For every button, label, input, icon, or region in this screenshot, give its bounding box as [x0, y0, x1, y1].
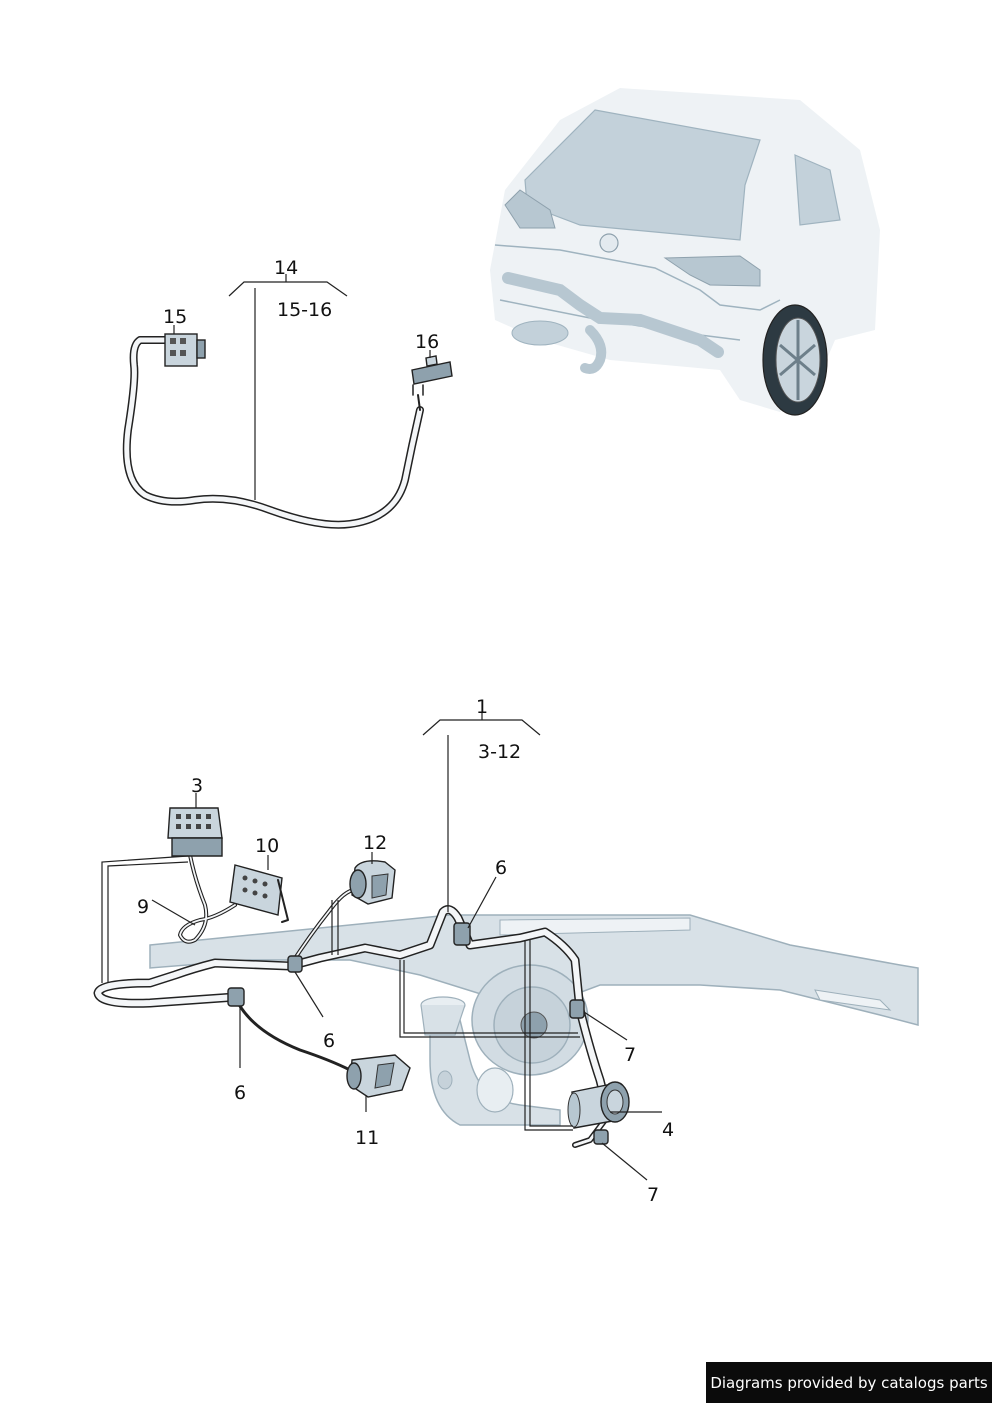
- car-rear-illustration: [490, 88, 880, 416]
- callout-1: 1: [476, 696, 488, 718]
- callout-7-upper: 7: [624, 1044, 636, 1066]
- callout-6-left: 6: [234, 1082, 246, 1104]
- harness-14: [122, 336, 424, 529]
- connector-3: [167, 807, 223, 857]
- socket-4: [567, 1081, 630, 1129]
- clip-6-top: [453, 922, 471, 946]
- footer-credit-text: Diagrams provided by catalogs parts: [710, 1373, 988, 1392]
- callout-14: 14: [274, 257, 298, 279]
- connector-12: [349, 860, 396, 905]
- connector-10: [229, 864, 289, 923]
- tow-bar-assembly: [149, 914, 919, 1126]
- callout-16: 16: [415, 331, 439, 353]
- callout-3: 3: [191, 775, 203, 797]
- callout-11: 11: [355, 1127, 379, 1149]
- callout-9: 9: [137, 896, 149, 918]
- connector-15: [164, 333, 206, 367]
- harness-1: [93, 853, 610, 1148]
- clip-7-upper: [569, 999, 585, 1019]
- callout-1-range: 3-12: [478, 741, 521, 763]
- callout-10: 10: [255, 835, 279, 857]
- callout-15: 15: [163, 306, 187, 328]
- footer-credit-badge: Diagrams provided by catalogs parts: [706, 1362, 992, 1403]
- clip-7-lower: [593, 1129, 609, 1145]
- callout-6-middle: 6: [323, 1030, 335, 1052]
- callout-12: 12: [363, 832, 387, 854]
- callout-4: 4: [662, 1119, 674, 1141]
- connector-16: [411, 355, 453, 385]
- connector-11: [346, 1054, 411, 1098]
- clip-6-left: [227, 987, 245, 1007]
- clip-6-middle: [287, 955, 303, 973]
- callout-14-range: 15-16: [277, 299, 332, 321]
- callout-7-lower: 7: [647, 1184, 659, 1206]
- callout-6-top: 6: [495, 857, 507, 879]
